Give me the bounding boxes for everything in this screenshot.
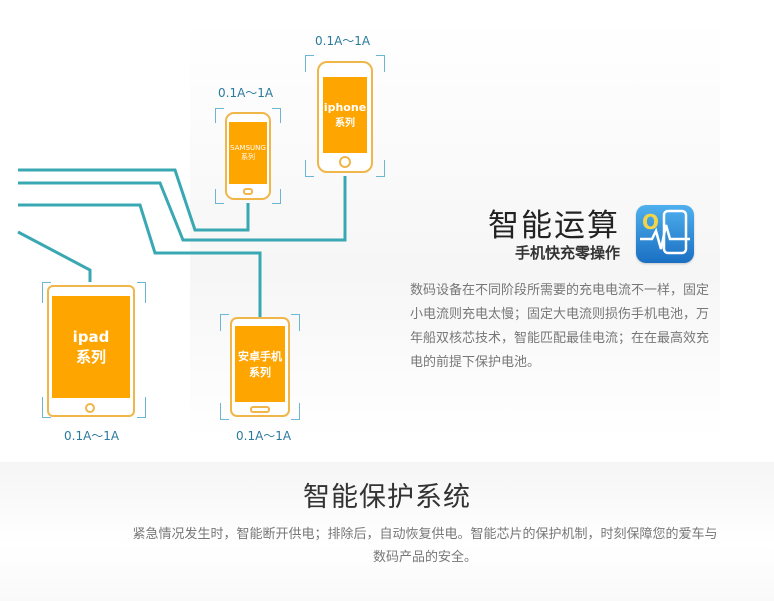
smart-compute-subtitle: 手机快充零操作	[515, 244, 621, 262]
cable-to-ipad	[17, 230, 92, 282]
iphone-device: iphone 系列	[305, 55, 385, 177]
iphone-series: 系列	[335, 118, 355, 129]
samsung-home-button	[243, 188, 253, 195]
smart-compute-title: 智能运算	[488, 208, 620, 244]
smart-compute-description: 数码设备在不同阶段所需要的充电电流不一样，固定小电流则充电太慢；固定大电流则损伤…	[410, 283, 710, 370]
bottom-background	[0, 462, 774, 601]
cable-to-iphone	[18, 176, 347, 242]
protection-title: 智能保护系统	[303, 482, 471, 513]
ipad-home-button	[85, 403, 95, 413]
android-name: 安卓手机	[238, 350, 282, 363]
iphone-screen: iphone 系列	[323, 77, 367, 153]
iphone-home-button	[339, 156, 351, 168]
ipad-name: ipad	[72, 327, 110, 346]
ipad-current-label: 0.1A～1A	[64, 429, 120, 443]
protection-description: 紧急情况发生时，智能断开供电；排除后，自动恢复供电。智能芯片的保护机制，时刻保障…	[132, 527, 718, 565]
iphone-name: iphone	[323, 101, 367, 114]
samsung-screen: SAMSUNG 系列	[229, 122, 267, 184]
cable-to-android	[18, 203, 262, 318]
android-home-button	[250, 406, 270, 413]
samsung-series: 系列	[241, 153, 255, 161]
android-device: 安卓手机 系列	[220, 314, 300, 420]
android-current-label: 0.1A～1A	[236, 429, 292, 443]
ipad-series: 系列	[75, 347, 106, 366]
cable-to-samsung	[18, 168, 250, 232]
android-screen: 安卓手机 系列	[235, 326, 285, 402]
android-series: 系列	[249, 366, 271, 379]
samsung-name: SAMSUNG	[230, 144, 266, 152]
iphone-current-label: 0.1A～1A	[315, 34, 371, 48]
ipad-screen: ipad 系列	[52, 296, 130, 398]
phone-pulse-icon: O	[636, 205, 694, 263]
samsung-current-label: 0.1A～1A	[218, 86, 274, 100]
samsung-device: SAMSUNG 系列	[215, 108, 281, 204]
ipad-device: ipad 系列	[42, 282, 146, 418]
icon-letter: O	[642, 210, 659, 234]
